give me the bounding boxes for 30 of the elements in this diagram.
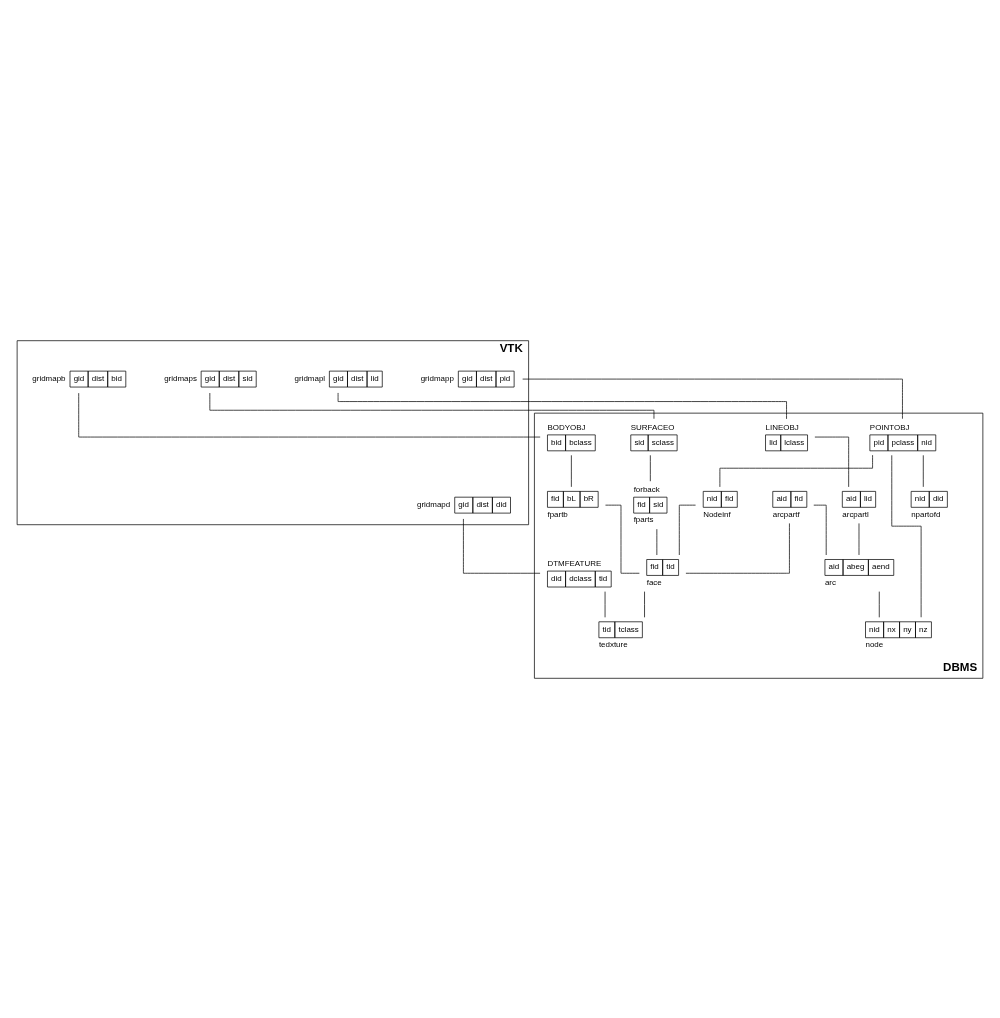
- connector: [685, 522, 790, 574]
- node-label: SURFACEO: [630, 422, 675, 432]
- node-label: gridmapb: [32, 373, 66, 383]
- node-label: BODYOBJ: [547, 422, 586, 432]
- node-label: forback: [633, 484, 660, 494]
- connector: [337, 392, 787, 419]
- connector: [644, 590, 645, 618]
- node-label: gridmapl: [294, 373, 326, 383]
- connector: [463, 518, 541, 574]
- connector: [78, 392, 541, 437]
- node-label: Nodeinf: [703, 509, 731, 519]
- node-label: LINEOBJ: [765, 422, 799, 432]
- node-label: POINTOBJ: [869, 422, 910, 432]
- connector: [522, 378, 903, 419]
- node-label: arcpartf: [772, 509, 800, 519]
- node-label: face: [646, 577, 662, 587]
- node-label: tedxture: [598, 639, 628, 649]
- node-label: npartofd: [911, 509, 941, 519]
- node-label: arcpartl: [842, 509, 869, 519]
- node-label: gridmapd: [417, 499, 451, 509]
- node-label: gridmaps: [164, 373, 197, 383]
- connector: [814, 436, 849, 487]
- node-label: fparts: [633, 514, 654, 524]
- connector: [209, 392, 655, 419]
- node-label: gridmapp: [420, 373, 454, 383]
- node-label: arc: [824, 577, 836, 587]
- node-label: node: [865, 639, 884, 649]
- node-label: fpartb: [547, 509, 568, 519]
- connector: [719, 454, 873, 487]
- node-label: DTMFEATURE: [547, 558, 602, 568]
